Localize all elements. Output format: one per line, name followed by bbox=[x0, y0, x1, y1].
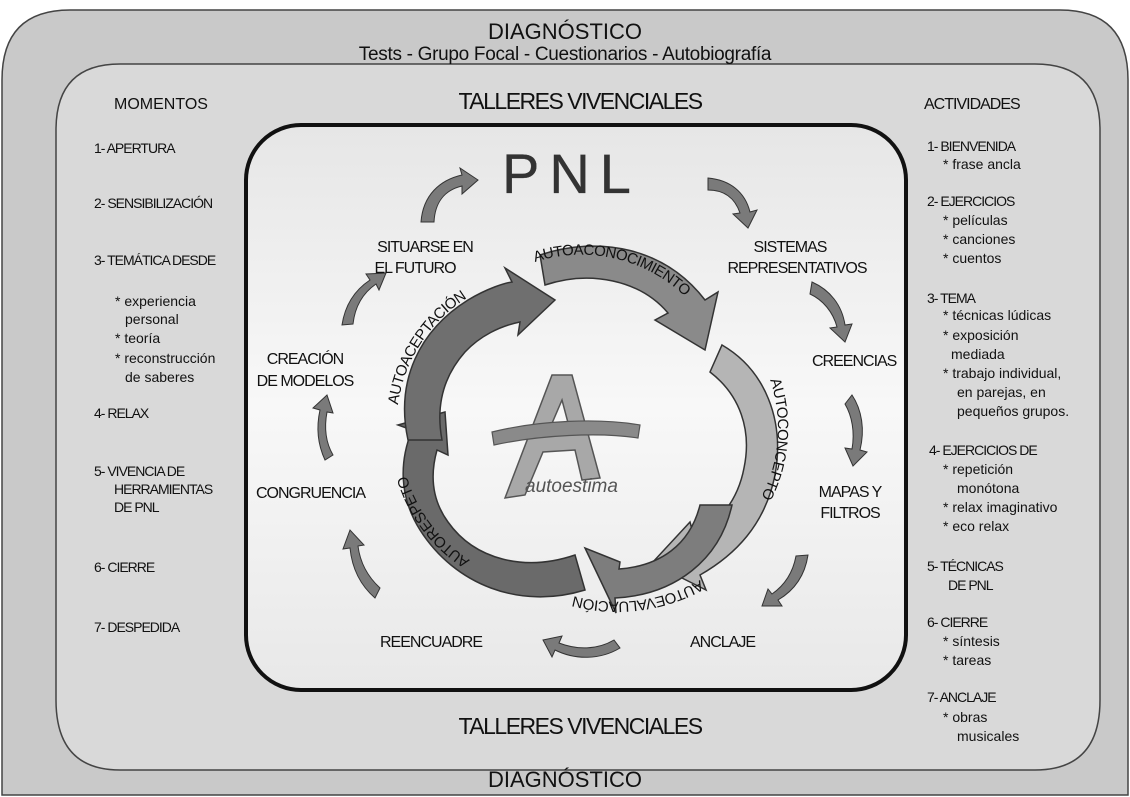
momento-4: 4- RELAX bbox=[94, 405, 149, 421]
actividad-5b: DE PNL bbox=[948, 577, 994, 593]
label-creacion-a: CREACIÓN bbox=[266, 351, 344, 368]
actividad-3-bullet-2a: * exposición bbox=[943, 327, 1019, 343]
logo-word: autoestima bbox=[525, 476, 618, 497]
actividad-3-bullet-2b: mediada bbox=[951, 346, 1005, 362]
momento-3-bullet-2: * teoría bbox=[115, 330, 161, 346]
momento-2: 2- SENSIBILIZACIÓN bbox=[94, 195, 213, 211]
momento-3-bullet-3a: * reconstrucción bbox=[115, 350, 216, 366]
label-sistemas-b: REPRESENTATIVOS bbox=[727, 260, 867, 277]
label-creacion-b: DE MODELOS bbox=[256, 373, 355, 390]
label-sistemas-a: SISTEMAS bbox=[753, 239, 828, 256]
momento-5a: 5- VIVENCIA DE bbox=[94, 463, 185, 479]
small-arrow-6 bbox=[542, 635, 621, 659]
actividad-3: 3- TEMA bbox=[927, 290, 976, 306]
label-mapas-a: MAPAS Y bbox=[818, 484, 883, 501]
actividad-7: 7- ANCLAJE bbox=[927, 689, 997, 705]
actividad-6: 6- CIERRE bbox=[927, 614, 988, 630]
small-arrow-8 bbox=[312, 394, 334, 461]
actividad-7-bullet-1b: musicales bbox=[957, 728, 1020, 744]
arrow-autorespeto bbox=[395, 411, 586, 598]
label-creencias: CREENCIAS bbox=[812, 353, 897, 370]
actividad-3-bullet-3c: pequeños grupos. bbox=[957, 403, 1070, 419]
actividad-1-bullet-1: * frase ancla bbox=[943, 156, 1021, 172]
small-arrow-5 bbox=[761, 554, 809, 607]
momento-3-bullet-1a: * experiencia bbox=[115, 293, 196, 309]
actividad-3-bullet-1: * técnicas lúdicas bbox=[943, 307, 1052, 323]
actividad-2-bullet-2: * canciones bbox=[943, 231, 1016, 247]
small-arrow-9 bbox=[341, 272, 387, 326]
momento-5b: HERRAMIENTAS bbox=[114, 481, 213, 497]
actividad-5a: 5- TÉCNICAS bbox=[927, 558, 1004, 574]
pnl-title: PNL bbox=[502, 142, 641, 205]
momento-1: 1- APERTURA bbox=[94, 140, 176, 156]
small-arrow-1 bbox=[420, 166, 479, 223]
actividad-4-bullet-1b: monótona bbox=[957, 480, 1020, 496]
arrow-autoaceptacion bbox=[403, 265, 557, 441]
label-anclaje: ANCLAJE bbox=[690, 634, 756, 651]
label-situarse-b: EL FUTURO bbox=[374, 260, 456, 277]
outer-top-subtitle: Tests - Grupo Focal - Cuestionarios - Au… bbox=[358, 44, 772, 65]
actividad-4-bullet-2: * relax imaginativo bbox=[943, 499, 1058, 515]
momento-6: 6- CIERRE bbox=[94, 559, 155, 575]
momento-3-bullet-1b: personal bbox=[125, 311, 179, 327]
momento-3-bullet-3b: de saberes bbox=[125, 369, 195, 385]
small-arrow-3 bbox=[809, 281, 853, 343]
actividad-2-bullet-3: * cuentos bbox=[943, 250, 1002, 266]
label-congruencia: CONGRUENCIA bbox=[256, 485, 366, 502]
momento-3: 3- TEMÁTICA DESDE bbox=[94, 252, 216, 268]
cycle-arrows bbox=[312, 166, 868, 659]
small-arrow-4 bbox=[844, 394, 868, 467]
arrow-autoconcepto bbox=[650, 343, 779, 592]
small-arrow-2 bbox=[707, 177, 758, 229]
middle-bottom-title: TALLERES VIVENCIALES bbox=[458, 713, 703, 739]
autoestima-logo: A autoestima bbox=[0, 0, 641, 499]
actividades-heading: ACTIVIDADES bbox=[924, 96, 1021, 113]
actividad-2: 2- EJERCICIOS bbox=[927, 193, 1015, 209]
actividad-3-bullet-3b: en parejas, en bbox=[957, 384, 1046, 400]
actividad-3-bullet-3a: * trabajo individual, bbox=[943, 365, 1062, 381]
actividad-4: 4- EJERCICIOS DE bbox=[929, 442, 1038, 458]
logo-a-crossbar bbox=[491, 420, 641, 446]
actividad-4-bullet-1a: * repetición bbox=[943, 461, 1014, 477]
middle-top-title: TALLERES VIVENCIALES bbox=[458, 88, 703, 114]
actividad-7-bullet-1a: * obras bbox=[943, 709, 988, 725]
actividad-2-bullet-1: * películas bbox=[943, 212, 1008, 228]
label-mapas-b: FILTROS bbox=[820, 505, 880, 522]
momentos-heading: MOMENTOS bbox=[114, 96, 208, 113]
arrow-autoconocimiento bbox=[539, 245, 720, 352]
momento-7: 7- DESPEDIDA bbox=[94, 619, 180, 635]
small-arrow-7 bbox=[342, 529, 381, 599]
actividad-6-bullet-1: * síntesis bbox=[943, 633, 1000, 649]
label-reencuadre: REENCUADRE bbox=[380, 634, 483, 651]
outer-bottom-title: DIAGNÓSTICO bbox=[487, 767, 642, 792]
self-esteem-arrows bbox=[395, 245, 779, 614]
arrow-autoevaluacion bbox=[583, 504, 733, 614]
momento-5c: DE PNL bbox=[114, 499, 160, 515]
outer-top-title: DIAGNÓSTICO bbox=[487, 19, 642, 44]
label-situarse-a: SITUARSE EN bbox=[377, 239, 474, 256]
actividad-1: 1- BIENVENIDA bbox=[927, 138, 1016, 154]
actividad-4-bullet-3: * eco relax bbox=[943, 518, 1010, 534]
actividad-6-bullet-2: * tareas bbox=[943, 652, 992, 668]
logo-letter: A bbox=[0, 0, 1, 1]
